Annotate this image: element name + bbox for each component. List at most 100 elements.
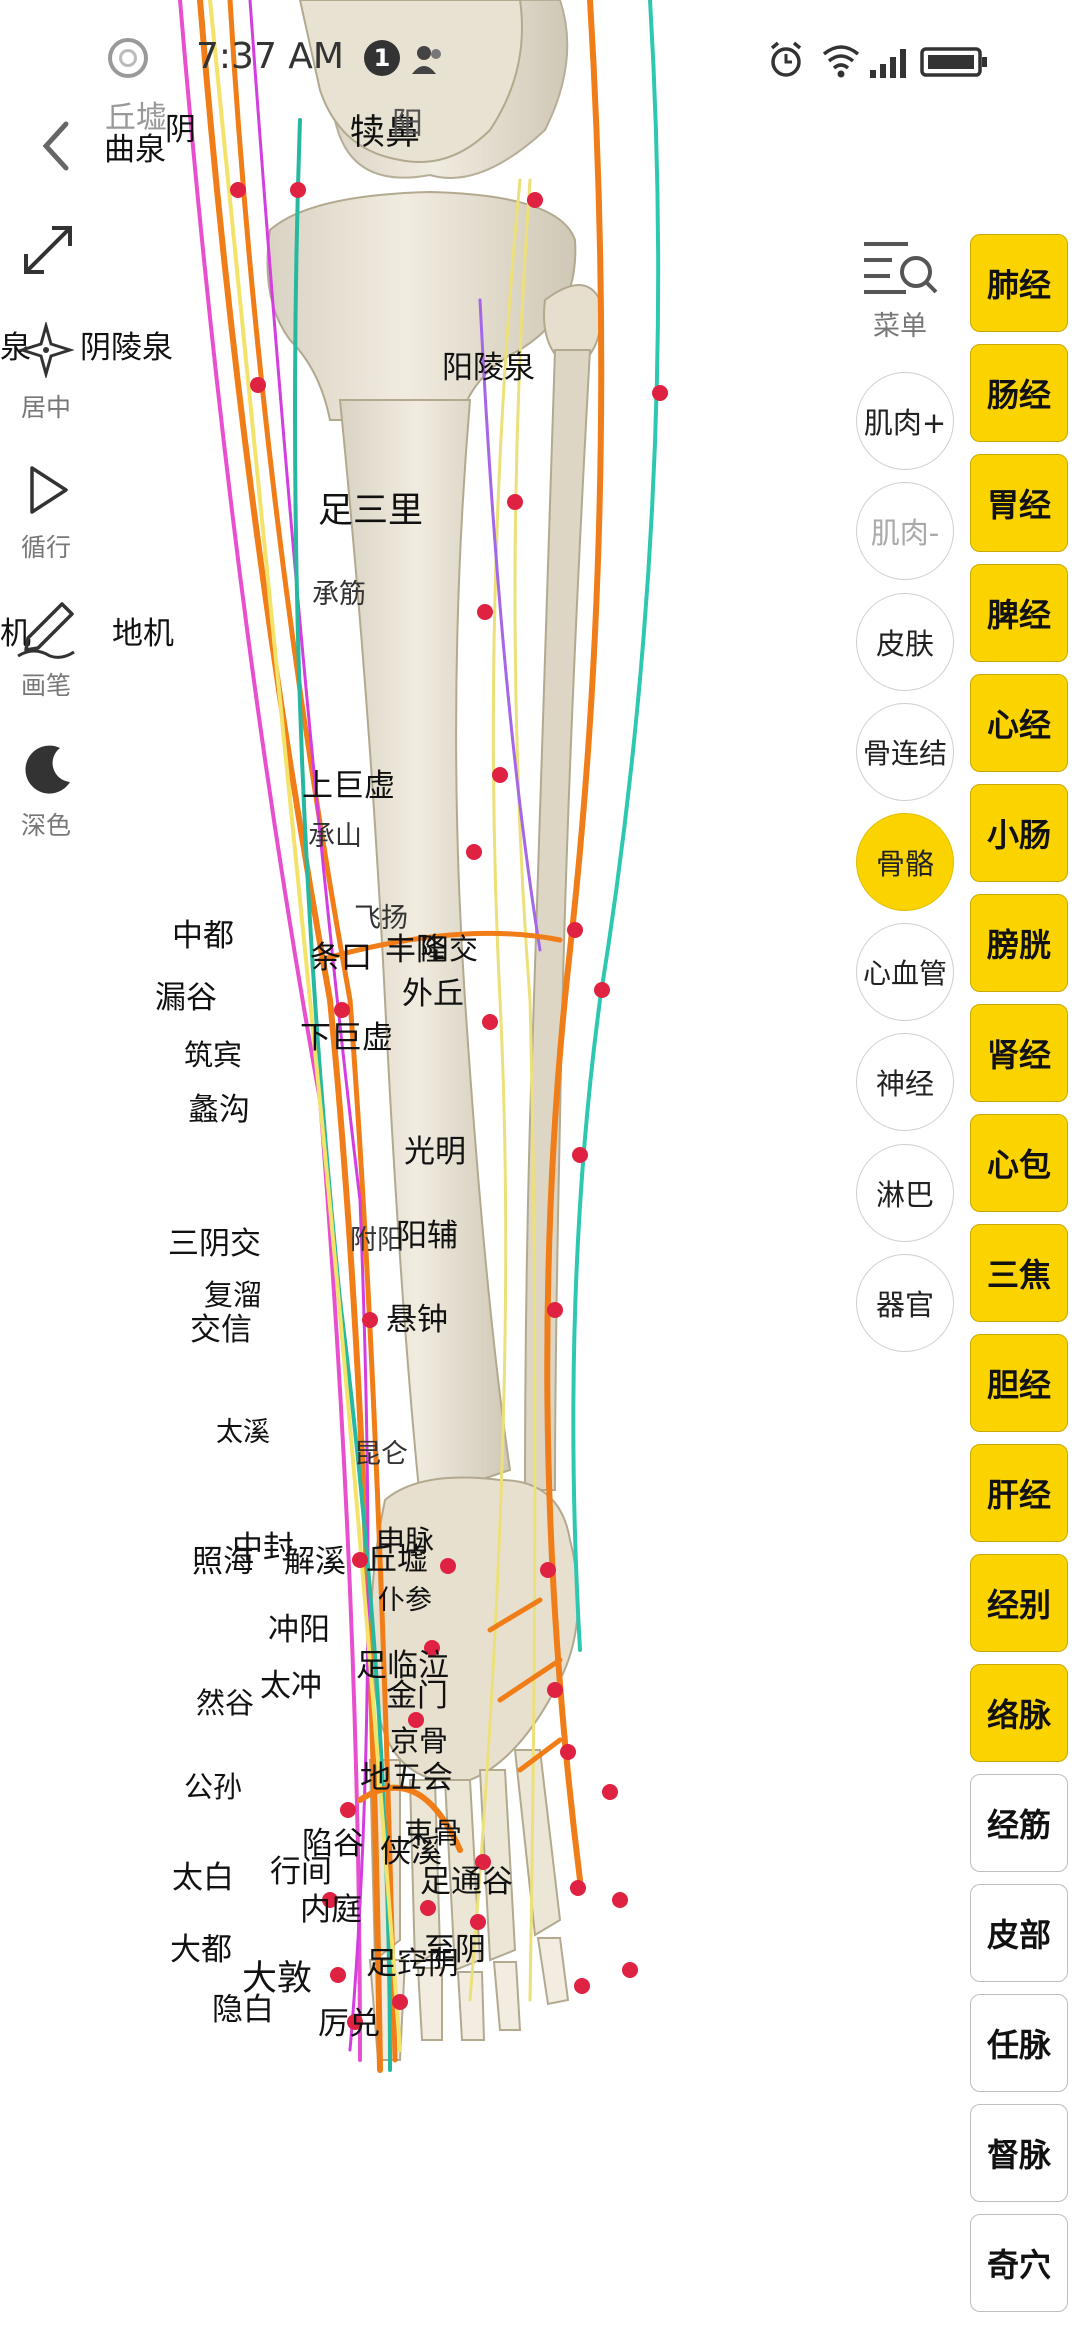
acupoint-label: 筑宾 bbox=[184, 1038, 243, 1072]
status-time: 7:37 AM bbox=[196, 36, 344, 77]
meridian-bladder[interactable]: 膀胱 bbox=[970, 894, 1068, 992]
layer-nerves[interactable]: 神经 bbox=[856, 1033, 954, 1131]
meridian-divergent[interactable]: 经别 bbox=[970, 1554, 1068, 1652]
acupoint-label: 足临泣 bbox=[356, 1648, 449, 1684]
layer-muscle-plus[interactable]: 肌肉+ bbox=[856, 372, 954, 470]
layer-organs[interactable]: 器官 bbox=[856, 1254, 954, 1352]
acupoint-label: 大敦 bbox=[242, 1959, 313, 1999]
acupoint-label: 行间 bbox=[270, 1854, 332, 1890]
acupoint-label: 中封 bbox=[232, 1530, 294, 1566]
acupoint-label: 内庭 bbox=[300, 1892, 362, 1928]
dark-mode-button[interactable]: 深色 bbox=[0, 742, 100, 842]
acupoint-label: 交信 bbox=[190, 1312, 252, 1348]
meridian-sinew[interactable]: 经筋 bbox=[970, 1774, 1068, 1872]
expand-button[interactable] bbox=[0, 220, 100, 290]
meridian-gallbladder[interactable]: 胆经 bbox=[970, 1334, 1068, 1432]
meridian-extra-points[interactable]: 奇穴 bbox=[970, 2214, 1068, 2312]
meridian-large-intestine[interactable]: 肠经 bbox=[970, 344, 1068, 442]
acupoint-label: 飞扬 bbox=[354, 903, 408, 934]
meridian-liver[interactable]: 肝经 bbox=[970, 1444, 1068, 1542]
moon-icon bbox=[25, 745, 70, 794]
acupoint-label: 隐白 bbox=[212, 1992, 274, 2028]
status-bar: 7:37 AM 1 bbox=[0, 0, 1080, 120]
menu-search-icon bbox=[864, 242, 938, 294]
status-icons bbox=[770, 41, 987, 78]
acupoint-label: 太白 bbox=[172, 1860, 234, 1896]
acupoint-dots bbox=[230, 182, 668, 2030]
meridian-cutaneous[interactable]: 皮部 bbox=[970, 1884, 1068, 1982]
acupoint-label: 大都 bbox=[170, 1932, 232, 1968]
meridian-small-intestine[interactable]: 小肠 bbox=[970, 784, 1068, 882]
layer-skin[interactable]: 皮肤 bbox=[856, 593, 954, 691]
acupoint-label: 丰隆 bbox=[385, 932, 447, 968]
acupoint-label: 丘墟 bbox=[366, 1542, 428, 1578]
acupoint-label: 条口 bbox=[310, 940, 372, 976]
acupoint-label: 足窍阴 bbox=[366, 1946, 459, 1982]
acupoint-label: 束骨 bbox=[404, 1816, 463, 1850]
trace-button[interactable]: 循行 bbox=[0, 462, 100, 562]
layer-skeleton[interactable]: 骨骼 bbox=[856, 813, 954, 911]
trace-label: 循行 bbox=[20, 533, 71, 562]
acupoint-label: 阴 bbox=[165, 112, 196, 148]
acupoint-label: 至阴 bbox=[424, 1932, 486, 1968]
acupoint-label: 漏谷 bbox=[155, 980, 217, 1016]
center-label: 居中 bbox=[20, 393, 71, 422]
center-button[interactable]: 居中 bbox=[0, 322, 100, 422]
meridian-collateral[interactable]: 络脉 bbox=[970, 1664, 1068, 1762]
acupoint-label: 阳 bbox=[392, 106, 423, 142]
expand-icon bbox=[24, 226, 72, 274]
acupoint-label: 阴陵泉 bbox=[80, 330, 173, 366]
fibula-head bbox=[543, 284, 602, 361]
signal-icon bbox=[870, 49, 906, 78]
menu-button[interactable]: 菜单 bbox=[860, 236, 970, 346]
dark-mode-label: 深色 bbox=[20, 811, 71, 840]
meridian-heart[interactable]: 心经 bbox=[970, 674, 1068, 772]
meridian-ren[interactable]: 任脉 bbox=[970, 1994, 1068, 2092]
app-status-icon bbox=[108, 38, 148, 78]
acupoint-label: 申脉 bbox=[376, 1524, 435, 1558]
acupoint-label: 光明 bbox=[404, 1134, 466, 1170]
pen-icon bbox=[17, 602, 75, 659]
meridian-stomach[interactable]: 胃经 bbox=[970, 454, 1068, 552]
meridian-du[interactable]: 督脉 bbox=[970, 2104, 1068, 2202]
acupoint-label: 足通谷 bbox=[420, 1864, 513, 1900]
battery-icon bbox=[920, 47, 987, 77]
acupoint-label: 照海 bbox=[192, 1544, 254, 1580]
acupoint-label: 复溜 bbox=[204, 1278, 263, 1312]
acupoint-label: 丘墟 bbox=[105, 100, 167, 136]
acupoint-label: 仆参 bbox=[378, 1585, 432, 1616]
acupoint-label: 冲阳 bbox=[268, 1612, 330, 1648]
fibula-shaft bbox=[523, 349, 592, 1491]
acupoint-label: 侠溪 bbox=[380, 1834, 442, 1870]
meridian-kidney[interactable]: 肾经 bbox=[970, 1004, 1068, 1102]
acupoint-label: 然谷 bbox=[196, 1686, 255, 1720]
acupoint-label: 曲泉 bbox=[104, 132, 166, 168]
meridian-triple-burner[interactable]: 三焦 bbox=[970, 1224, 1068, 1322]
acupoint-label: 阳辅 bbox=[396, 1218, 458, 1254]
meridian-spleen[interactable]: 脾经 bbox=[970, 564, 1068, 662]
meridian-lung[interactable]: 肺经 bbox=[970, 234, 1068, 332]
notification-badge: 1 bbox=[364, 40, 400, 76]
layer-lymph[interactable]: 淋巴 bbox=[856, 1144, 954, 1242]
center-icon bbox=[18, 322, 74, 378]
tibia-head bbox=[266, 190, 577, 421]
acupoint-label: 厉兑 bbox=[318, 2006, 380, 2042]
layer-cardiovascular[interactable]: 心血管 bbox=[856, 923, 954, 1021]
acupoint-label: 蠡沟 bbox=[188, 1092, 250, 1128]
acupoint-label: 附阳 bbox=[350, 1225, 404, 1256]
acupoint-label: 太溪 bbox=[216, 1417, 270, 1448]
acupoint-label: 三阴交 bbox=[168, 1226, 261, 1262]
layer-joints[interactable]: 骨连结 bbox=[856, 703, 954, 801]
acupoint-label: 下巨虚 bbox=[300, 1020, 393, 1056]
play-icon bbox=[30, 466, 68, 514]
meridian-pericardium[interactable]: 心包 bbox=[970, 1114, 1068, 1212]
user-icon bbox=[412, 46, 441, 74]
back-chevron-icon[interactable] bbox=[36, 118, 76, 174]
acupoint-label: 地五会 bbox=[360, 1760, 453, 1796]
acupoint-label: 阳交 bbox=[420, 932, 479, 966]
menu-label: 菜单 bbox=[873, 311, 927, 342]
pen-button[interactable]: 画笔 bbox=[0, 600, 100, 700]
patella bbox=[298, 0, 523, 163]
layer-muscle-minus[interactable]: 肌肉- bbox=[856, 482, 954, 580]
